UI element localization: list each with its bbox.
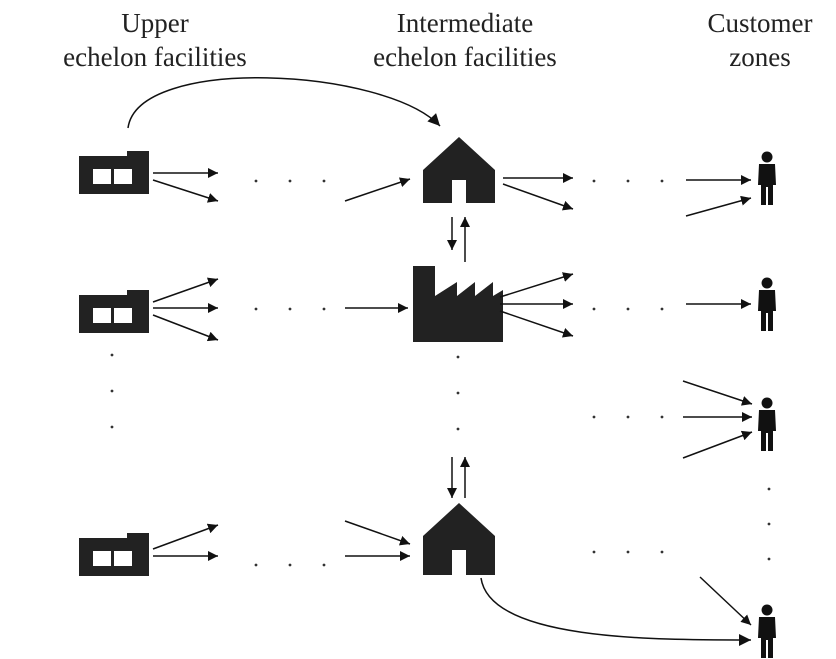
- customer-zones-heading-line2: zones: [729, 42, 791, 72]
- flow-arrow: [152, 523, 219, 550]
- flow-arrow: [344, 520, 411, 546]
- customer-zones-heading-line1: Customer: [707, 8, 813, 38]
- customer-person-icon: [758, 397, 776, 451]
- factory-icon: [413, 266, 503, 342]
- customer-person-icon: [758, 604, 776, 658]
- flow-arrow: [152, 179, 219, 203]
- flow-arrow: [685, 195, 752, 217]
- customer-person-icon: [758, 277, 776, 331]
- flow-arrow: [152, 314, 219, 342]
- ellipsis-dots: [110, 179, 771, 567]
- intermediate-echelon-heading-line2: echelon facilities: [373, 42, 557, 72]
- curved-flow-arrow: [480, 577, 752, 646]
- warehouse-house-icon: [423, 503, 495, 575]
- customer-person-icon: [758, 151, 776, 205]
- flow-arrow: [682, 430, 753, 459]
- flow-arrow: [344, 177, 411, 202]
- warehouse-house-icon: [423, 137, 495, 203]
- upper-echelon-heading-line1: Upper: [121, 8, 189, 38]
- flow-arrow: [682, 380, 753, 406]
- intermediate-echelon-heading-line1: Intermediate: [396, 8, 534, 38]
- intermediate-echelon-heading: Intermediate echelon facilities: [350, 6, 580, 74]
- upper-echelon-heading-line2: echelon facilities: [63, 42, 247, 72]
- flow-arrow: [502, 183, 574, 211]
- upper-facility-icon: [79, 533, 149, 576]
- flow-arrow: [699, 576, 752, 626]
- upper-facility-icon: [79, 290, 149, 333]
- customer-zones-heading: Customer zones: [690, 6, 830, 74]
- curved-flow-arrow: [127, 77, 441, 129]
- flow-arrow: [499, 272, 574, 298]
- flow-arrow: [499, 310, 574, 338]
- upper-echelon-heading: Upper echelon facilities: [40, 6, 270, 74]
- flow-arrows: [152, 168, 753, 626]
- flow-arrow: [152, 277, 219, 303]
- upper-facility-icon: [79, 151, 149, 194]
